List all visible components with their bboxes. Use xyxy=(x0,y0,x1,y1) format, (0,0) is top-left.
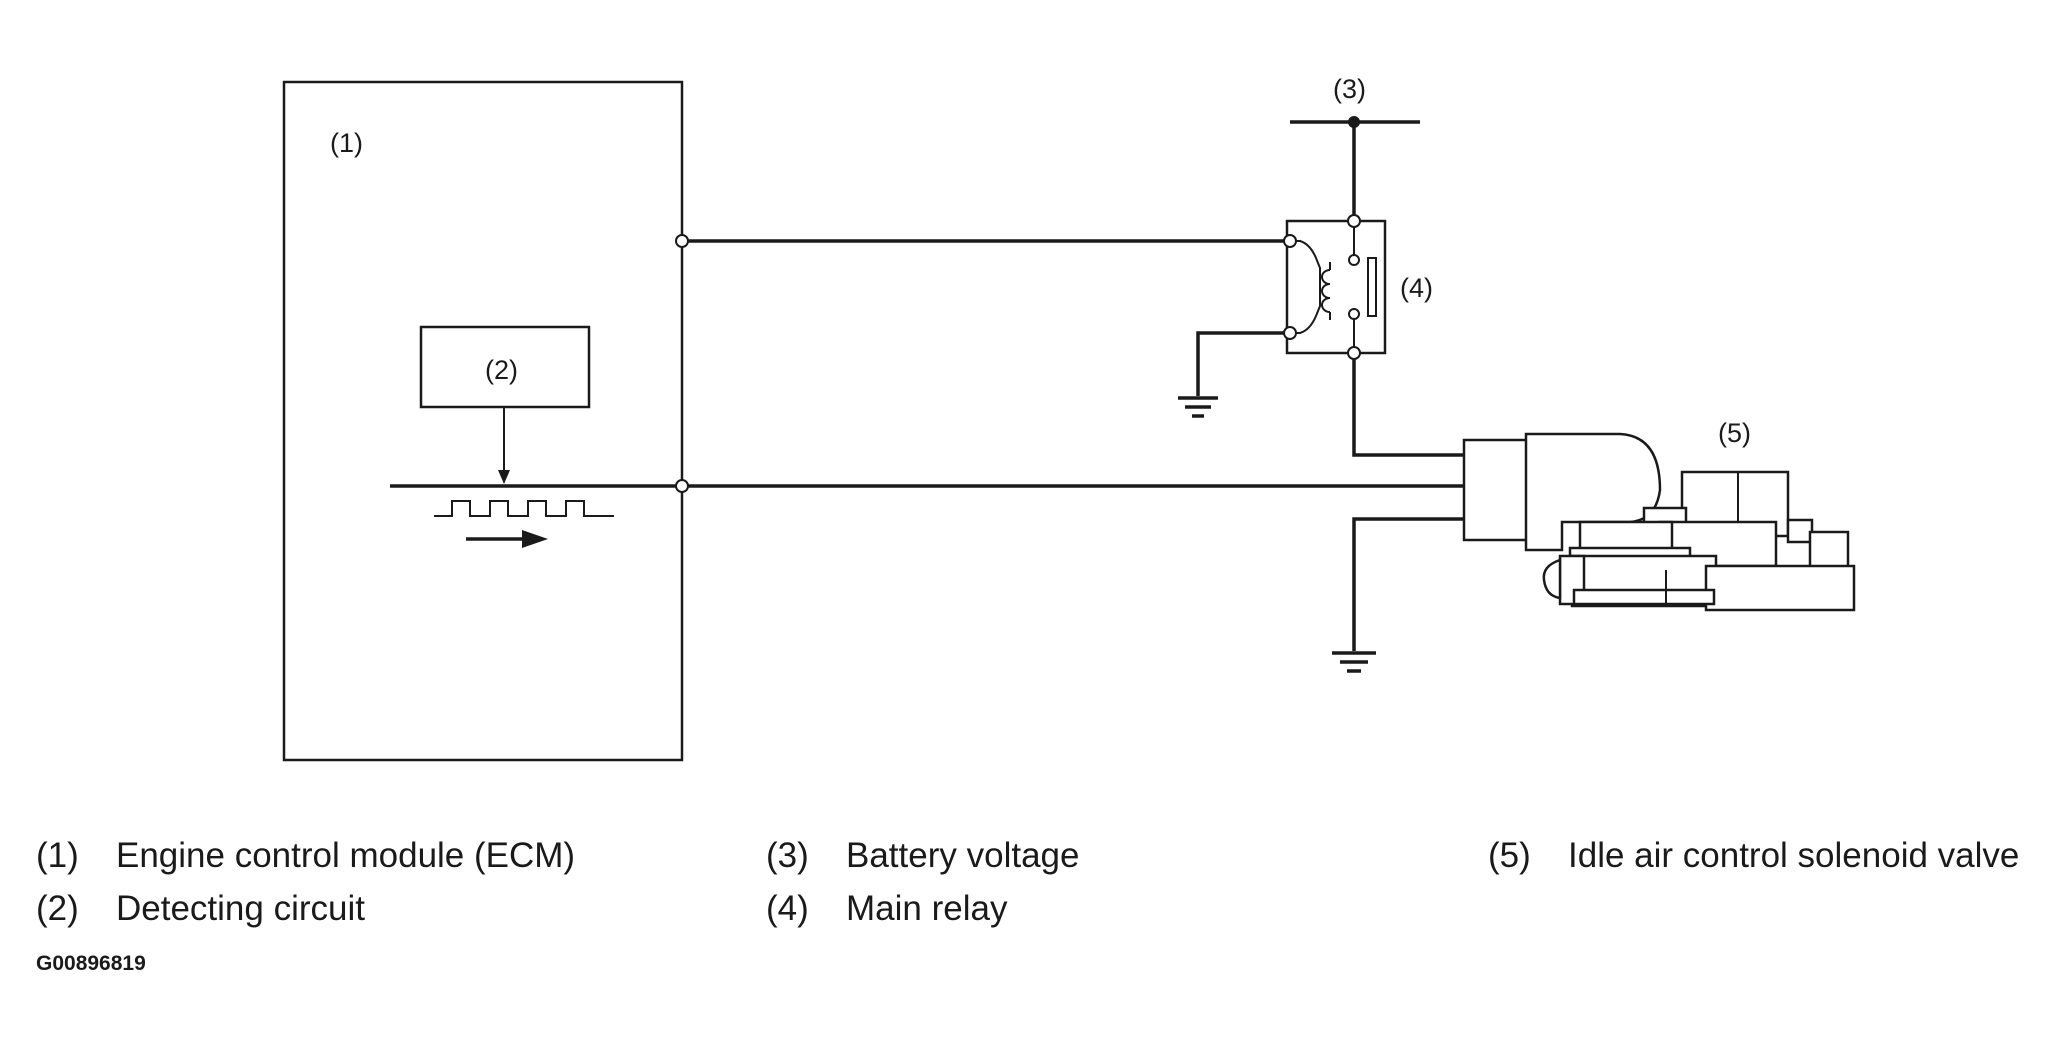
ecm-relay-terminal xyxy=(675,234,689,248)
ecm-label: (1) xyxy=(330,128,363,158)
legend-text-5: Idle air control solenoid valve xyxy=(1568,836,2019,875)
detect-arrow-head xyxy=(498,470,510,484)
relay-coil-frame xyxy=(1290,240,1321,334)
pulse-waveform-icon xyxy=(434,500,614,517)
solenoid-valve-label: (5) xyxy=(1718,418,1751,448)
relay-coil-icon xyxy=(1321,269,1331,313)
legend-num-3: (3) xyxy=(766,836,809,875)
relay-terminal-coil-out xyxy=(1283,326,1297,340)
figure-id: G00896819 xyxy=(36,952,146,975)
solenoid-valve-icon xyxy=(1462,432,1856,612)
ecm-box xyxy=(282,80,684,762)
legend-text-3: Battery voltage xyxy=(846,836,1079,875)
legend: (1) Engine control module (ECM) (2) Dete… xyxy=(36,836,2019,928)
relay-armature xyxy=(1367,257,1377,317)
legend-text-1: Engine control module (ECM) xyxy=(116,836,575,875)
relay-terminal-load xyxy=(1347,346,1361,360)
legend-num-4: (4) xyxy=(766,889,809,928)
relay-terminal-coil-in xyxy=(1283,234,1297,248)
detecting-circuit-box xyxy=(419,325,591,409)
battery-voltage-label: (3) xyxy=(1333,74,1366,104)
relay-contact-bottom xyxy=(1348,308,1360,320)
signal-direction-arrow-icon xyxy=(522,530,548,548)
legend-text-4: Main relay xyxy=(846,889,1008,928)
relay-ground-wire xyxy=(1196,331,1284,396)
legend-text-2: Detecting circuit xyxy=(116,889,365,928)
relay-contact-top xyxy=(1348,254,1360,266)
relay-to-valve-wire xyxy=(1352,359,1464,457)
legend-num-1: (1) xyxy=(36,836,79,875)
main-relay-label: (4) xyxy=(1400,273,1433,303)
detecting-circuit-label: (2) xyxy=(485,355,518,385)
legend-num-2: (2) xyxy=(36,889,79,928)
relay-ground-icon xyxy=(1178,396,1218,418)
ecm-signal-terminal xyxy=(675,479,689,493)
valve-ground-wire xyxy=(1352,517,1464,651)
legend-num-5: (5) xyxy=(1488,836,1531,875)
valve-ground-icon xyxy=(1332,651,1376,673)
relay-terminal-batt xyxy=(1347,214,1361,228)
